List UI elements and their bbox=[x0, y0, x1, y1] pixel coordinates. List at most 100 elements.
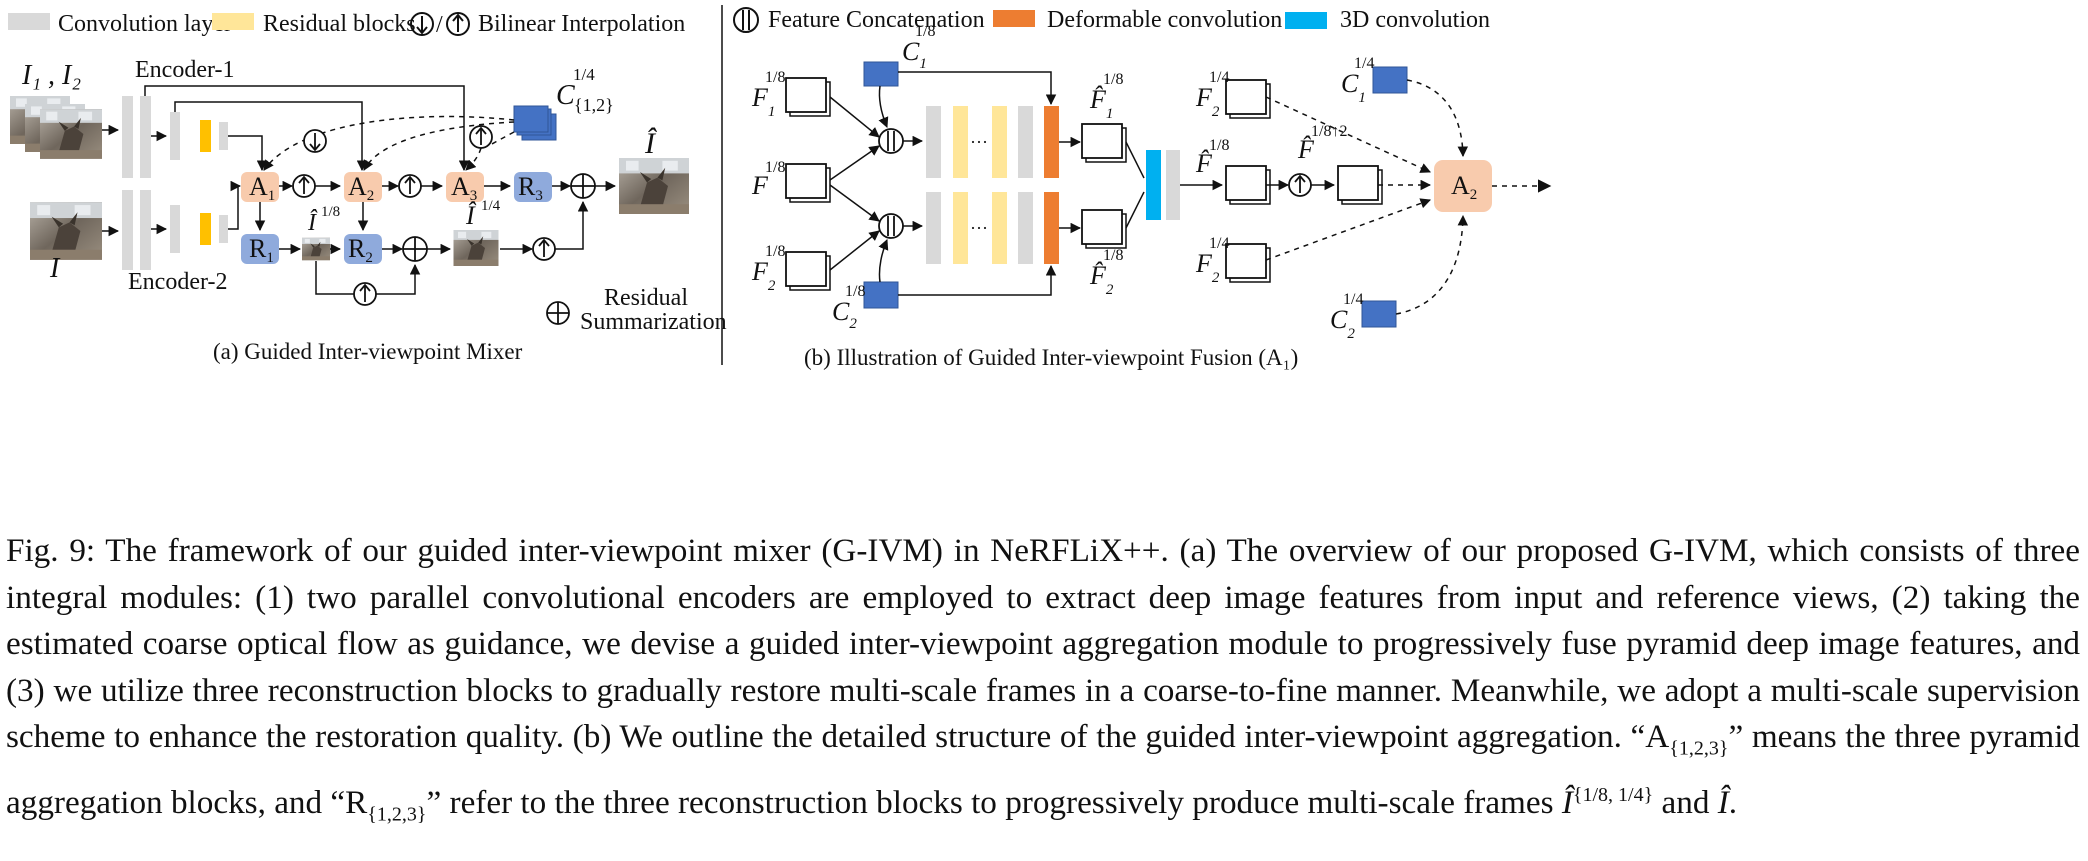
c1-label: C1 bbox=[902, 37, 927, 72]
legend-up-arrow-icon bbox=[446, 12, 470, 36]
flow-guidance-stack bbox=[513, 105, 557, 141]
reconstruction-block-r2: R2 bbox=[344, 234, 382, 266]
out-eighth-label: Î bbox=[307, 210, 318, 236]
c1q-sup: 1/4 bbox=[1354, 55, 1374, 72]
f2q-top-sup: 1/4 bbox=[1209, 69, 1229, 86]
out-quarter-sup: 1/4 bbox=[481, 198, 501, 214]
feature-box-f1 bbox=[785, 77, 831, 117]
caption-line-3: reference views, (2) taking the estimate… bbox=[6, 578, 2081, 663]
input-top-label: I₁ , I₂ bbox=[21, 60, 81, 91]
legend-conv-label: Convolution layer bbox=[58, 11, 232, 37]
svg-text:···: ··· bbox=[970, 218, 988, 238]
svg-text:R3: R3 bbox=[518, 172, 543, 204]
fusion-branch-bottom: ··· bbox=[926, 192, 1059, 264]
fusion-branch-top: ··· bbox=[926, 106, 1059, 178]
encoder2-layers bbox=[122, 190, 228, 270]
output-label: Î bbox=[644, 127, 657, 160]
caption-line-2: consists of three integral modules: (1) … bbox=[6, 532, 2081, 616]
upsample-icon-b bbox=[1288, 173, 1312, 197]
conv3d-post-conv bbox=[1166, 150, 1180, 220]
flow-box-c1-quarter bbox=[1372, 66, 1408, 94]
c1q-label: C1 bbox=[1341, 69, 1366, 106]
figure-caption: Fig. 9: The framework of our guided inte… bbox=[6, 528, 2080, 838]
legend-residual-swatch bbox=[212, 13, 254, 30]
residual-sum-legend-icon bbox=[546, 301, 570, 325]
flow-label: C bbox=[556, 80, 575, 111]
svg-text:R2: R2 bbox=[348, 234, 373, 266]
residual-sum-label-1: Residual bbox=[604, 285, 688, 311]
fhat2-label: F̂2 bbox=[1089, 261, 1114, 298]
flow-box-c1 bbox=[863, 61, 899, 87]
encoder2-label: Encoder-2 bbox=[128, 269, 227, 295]
residual-sum-label-2: Summarization bbox=[580, 309, 727, 335]
caption-sub-r: {1,2,3} bbox=[367, 803, 427, 826]
input-bottom-label: I bbox=[49, 253, 61, 284]
f2-label: F2 bbox=[751, 257, 776, 294]
panel-a-caption: (a) Guided Inter-viewpoint Mixer bbox=[213, 339, 523, 364]
legend-conv-swatch bbox=[8, 13, 50, 30]
caption-line-7a: refer to the three reconstruction blocks… bbox=[449, 784, 1562, 822]
c2-label: C2 bbox=[832, 297, 857, 332]
flow-box-c2 bbox=[863, 281, 899, 309]
legend-residual-label: Residual blocks bbox=[263, 11, 416, 37]
c1-sup: 1/8 bbox=[915, 23, 935, 40]
f-sup: 1/8 bbox=[765, 159, 785, 176]
legend-conv3d-label: 3D convolution bbox=[1340, 7, 1490, 33]
svg-text:R1: R1 bbox=[249, 234, 274, 266]
fhat-up-sup: 1/8↑2 bbox=[1311, 123, 1347, 140]
reconstruction-block-r3: R3 bbox=[514, 172, 552, 204]
legend-conv3d-swatch bbox=[1285, 12, 1327, 29]
out-quarter-label: Î bbox=[465, 201, 477, 230]
upsample-icon-3 bbox=[532, 237, 556, 261]
reconstruction-block-r1: R1 bbox=[241, 234, 279, 266]
caption-line-6c: ” bbox=[426, 784, 442, 822]
input-reference-images bbox=[10, 96, 102, 159]
legend-bilinear-sep: / bbox=[436, 12, 443, 38]
caption-line-1: Fig. 9: The framework of our guided inte… bbox=[6, 532, 1849, 569]
upsample-icon-1 bbox=[292, 174, 316, 198]
f1-sup: 1/8 bbox=[765, 69, 785, 86]
legend-bilinear-label: Bilinear Interpolation bbox=[478, 11, 685, 37]
flow-box-c2-quarter bbox=[1361, 300, 1397, 328]
aggregation-block-a1: A1 bbox=[241, 172, 279, 204]
svg-text:A2: A2 bbox=[1451, 171, 1477, 203]
caption-sub-a: {1,2,3} bbox=[1669, 737, 1729, 760]
caption-line-6a: the detailed structure of the guided int… bbox=[772, 718, 1670, 755]
caption-end: . bbox=[1728, 784, 1738, 822]
feature-box-fhat1 bbox=[1081, 123, 1127, 163]
legend-concat-icon bbox=[733, 7, 759, 33]
f2-sup: 1/8 bbox=[765, 243, 785, 260]
feature-box-fhat bbox=[1225, 165, 1271, 205]
f2q-bot-label: F2 bbox=[1195, 249, 1220, 286]
legend-concat-label: Feature Concatenation bbox=[768, 7, 985, 33]
feature-box-f2-quarter-bottom bbox=[1225, 243, 1271, 283]
caption-i-sup: {1/8, 1/4} bbox=[1572, 784, 1654, 807]
upsample-icon-skip bbox=[353, 282, 377, 306]
f1-label: F1 bbox=[751, 83, 775, 120]
aggregation-block-a2: A2 bbox=[344, 172, 382, 204]
aggregation-block-a2-b: A2 bbox=[1434, 160, 1492, 212]
legend-deformable-label: Deformable convolution bbox=[1047, 7, 1282, 33]
caption-i-hat: Î bbox=[1561, 784, 1573, 822]
caption-and: and bbox=[1653, 784, 1718, 822]
feature-box-fhat2 bbox=[1081, 209, 1127, 249]
c2-sup: 1/8 bbox=[845, 283, 865, 300]
small-output-image-quarter bbox=[454, 230, 499, 266]
output-image bbox=[619, 158, 689, 214]
c2q-sup: 1/4 bbox=[1343, 291, 1363, 308]
svg-text:A2: A2 bbox=[348, 172, 374, 204]
fhat-up-label: F̂ bbox=[1297, 135, 1315, 164]
aggregation-block-a3: A3 bbox=[446, 172, 484, 204]
fhat2-sup: 1/8 bbox=[1103, 247, 1123, 264]
f2q-top-label: F2 bbox=[1195, 83, 1220, 120]
downsample-flow-icon bbox=[303, 129, 327, 153]
legend-down-arrow-icon bbox=[410, 12, 434, 36]
fhat-sup: 1/8 bbox=[1209, 137, 1229, 154]
svg-text:···: ··· bbox=[970, 132, 988, 152]
fhat1-sup: 1/8 bbox=[1103, 71, 1123, 88]
residual-sum-icon-bottom bbox=[402, 236, 428, 262]
encoder1-label: Encoder-1 bbox=[135, 57, 234, 83]
out-eighth-sup: 1/8 bbox=[321, 204, 340, 220]
figure-diagram: Convolution layer Residual blocks / Bili… bbox=[8, 5, 1552, 370]
small-output-image-eighth bbox=[302, 238, 330, 260]
